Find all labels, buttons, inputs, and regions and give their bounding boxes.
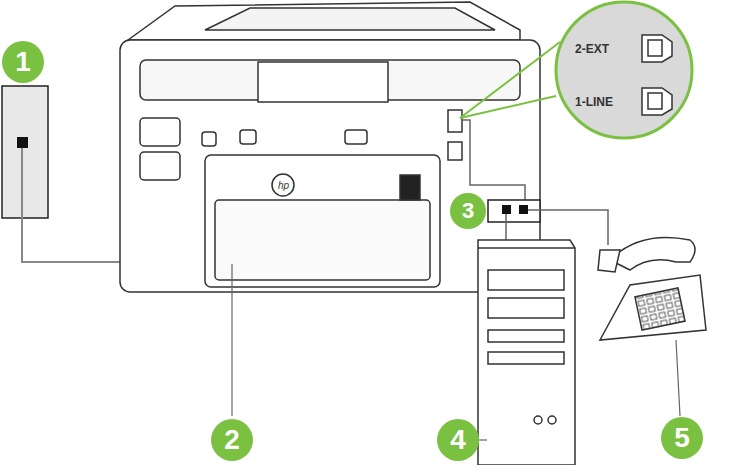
callout-number: 3 [462, 200, 474, 222]
callout-number: 2 [224, 426, 240, 454]
callout-number: 1 [15, 48, 31, 76]
callout-number: 4 [450, 426, 466, 454]
port-label: 2-EXT [575, 43, 609, 55]
callout-number: 5 [674, 424, 690, 452]
svg-text:hp: hp [278, 180, 290, 191]
port-label: 1-LINE [575, 96, 613, 108]
